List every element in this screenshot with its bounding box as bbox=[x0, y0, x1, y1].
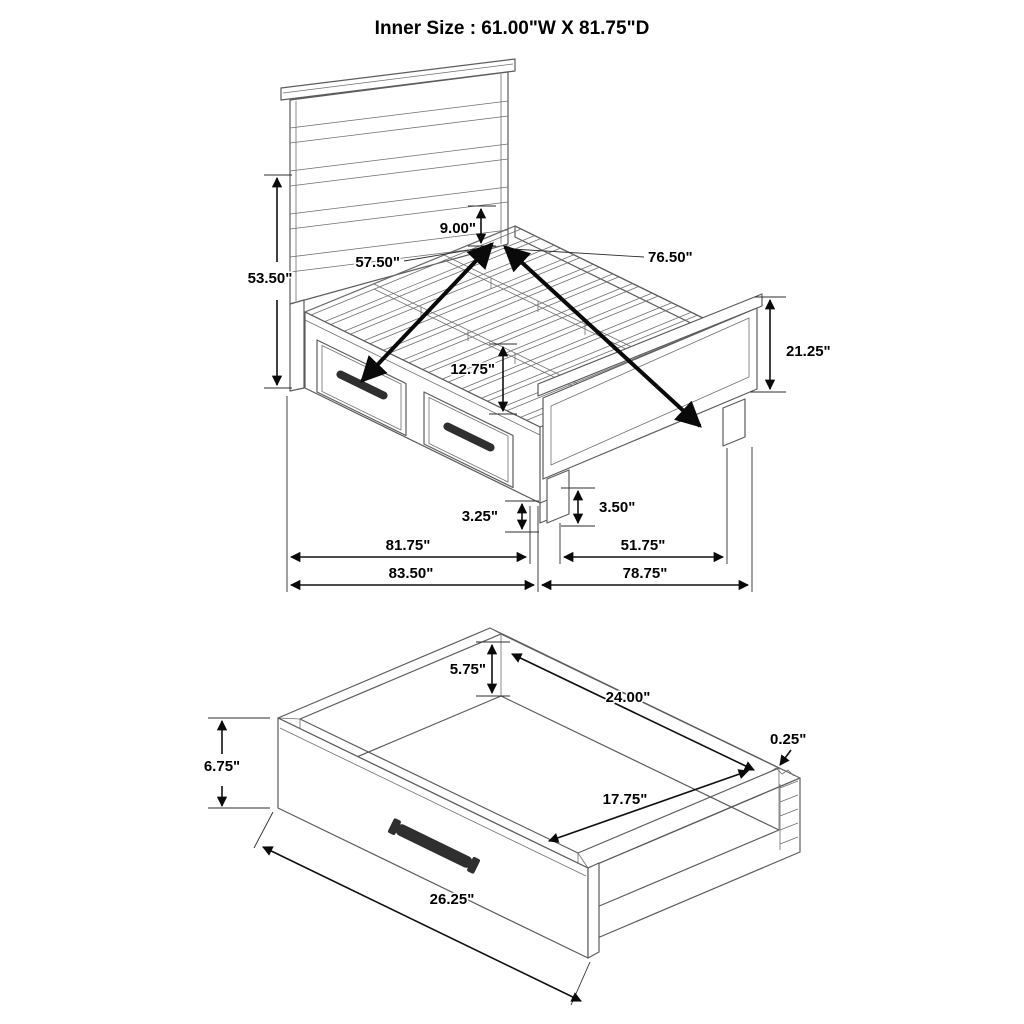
drawer-diagram: 6.75" 5.75" 24.00" 0.25" 17.75" 26.25" bbox=[202, 627, 808, 1006]
drawer-handle-icon bbox=[336, 370, 388, 400]
dim-panel-thickness: 0.25" bbox=[770, 731, 806, 748]
dim-inner-width: 57.50" bbox=[355, 254, 400, 271]
drawer-front-panel bbox=[277, 717, 589, 959]
dovetail-joints bbox=[779, 780, 799, 850]
dim-side-height: 5.75" bbox=[450, 661, 486, 678]
drawer-handle-icon bbox=[443, 422, 495, 452]
dim-inner-length: 76.50" bbox=[648, 249, 693, 266]
dim-top-inner-depth: 24.00" bbox=[606, 689, 651, 706]
dim-front-width: 26.25" bbox=[430, 891, 475, 908]
dim-overall-depth: 83.50" bbox=[389, 565, 434, 582]
dim-footboard-height: 21.25" bbox=[786, 343, 831, 360]
footboard bbox=[537, 293, 763, 524]
page-title: Inner Size : 61.00"W X 81.75"D bbox=[375, 18, 650, 39]
side-rail bbox=[304, 311, 558, 524]
dim-footboard-width: 51.75" bbox=[621, 537, 666, 554]
dim-bottom-inner-depth: 17.75" bbox=[603, 791, 648, 808]
dim-panel-gap: 9.00" bbox=[440, 220, 476, 237]
dim-drawer-clearance: 3.25" bbox=[462, 508, 498, 525]
drawer-box bbox=[277, 627, 801, 959]
dim-rail-height: 12.75" bbox=[450, 361, 495, 378]
storage-drawer-2 bbox=[423, 391, 514, 489]
drawer-dimensions: 6.75" 5.75" 24.00" 0.25" 17.75" 26.25" bbox=[202, 641, 808, 1006]
dim-rail-length: 81.75" bbox=[386, 537, 431, 554]
headboard-leg bbox=[289, 299, 305, 392]
dim-overall-width: 78.75" bbox=[623, 565, 668, 582]
footboard-leg-far bbox=[722, 398, 746, 447]
footboard-leg-near bbox=[546, 469, 570, 524]
dim-foot-clearance: 3.50" bbox=[599, 499, 635, 516]
dim-headboard-height: 53.50" bbox=[248, 270, 293, 287]
dim-front-height: 6.75" bbox=[204, 758, 240, 775]
bed-diagram: 53.50" 9.00" 57.50" 76.50" 12.75" 21.25" bbox=[246, 58, 832, 592]
bed-dimensions: 53.50" 9.00" 57.50" 76.50" 12.75" 21.25" bbox=[246, 174, 832, 592]
